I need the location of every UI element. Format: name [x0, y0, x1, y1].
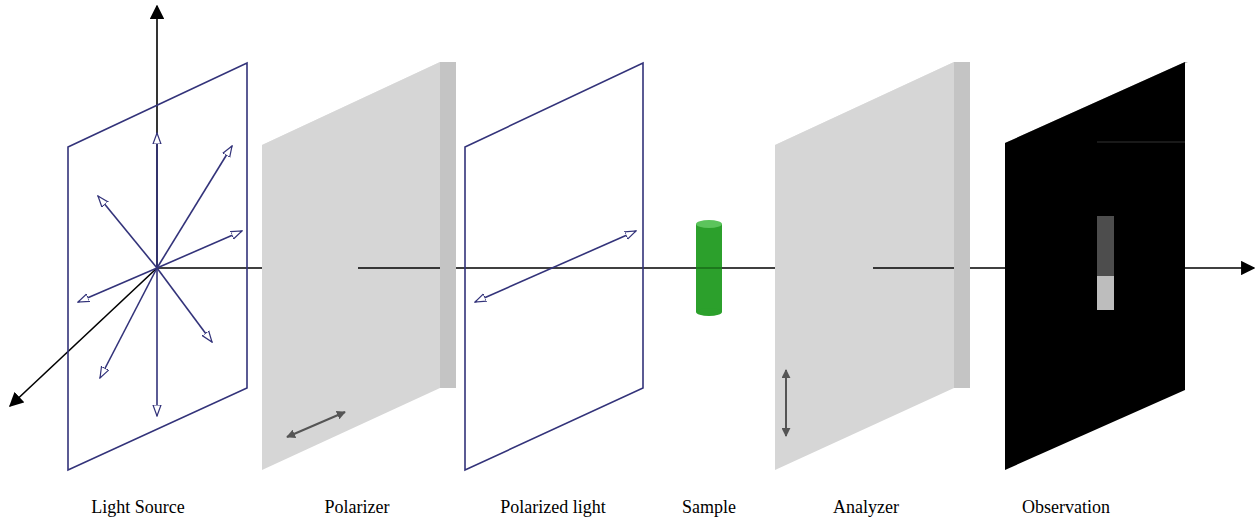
observation-screen: [1005, 62, 1188, 470]
analyzer-slab: [775, 62, 970, 470]
part-label: Sample: [682, 497, 736, 519]
sample-cylinder: [696, 220, 722, 316]
part-label: Light Source: [91, 497, 184, 519]
polarized-light-frame: [465, 63, 643, 470]
light-source-frame: [68, 63, 247, 470]
part-label: Analyzer: [833, 497, 899, 519]
polarizer-slab: [262, 62, 456, 470]
part-label: Polarized light: [500, 497, 605, 519]
part-label: Observation: [1022, 497, 1110, 519]
part-label: Polarizer: [325, 497, 390, 519]
